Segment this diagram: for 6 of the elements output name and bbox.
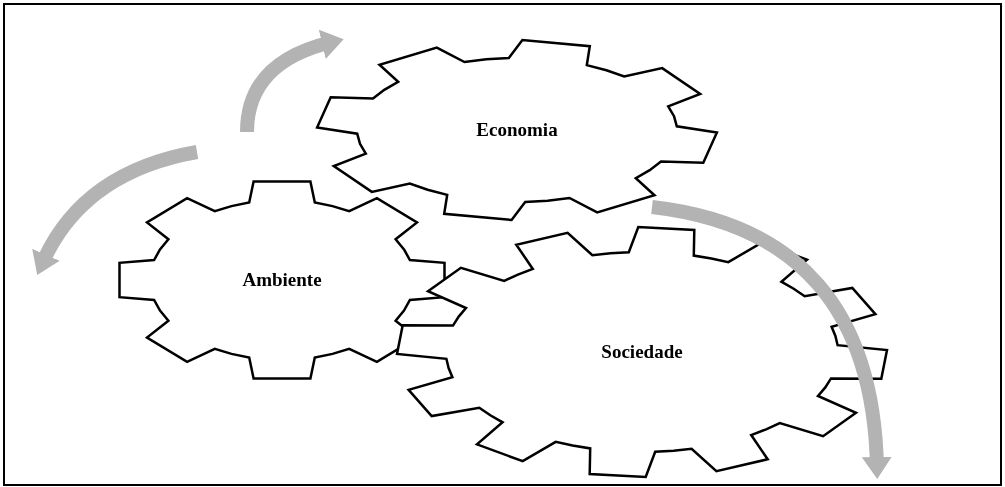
gear-label: Sociedade: [601, 341, 683, 363]
gear-label: Ambiente: [242, 269, 322, 291]
gear-label: Economia: [476, 119, 558, 141]
curved-arrow: [650, 200, 892, 479]
curved-arrow: [32, 145, 199, 275]
curved-arrow: [240, 30, 344, 133]
